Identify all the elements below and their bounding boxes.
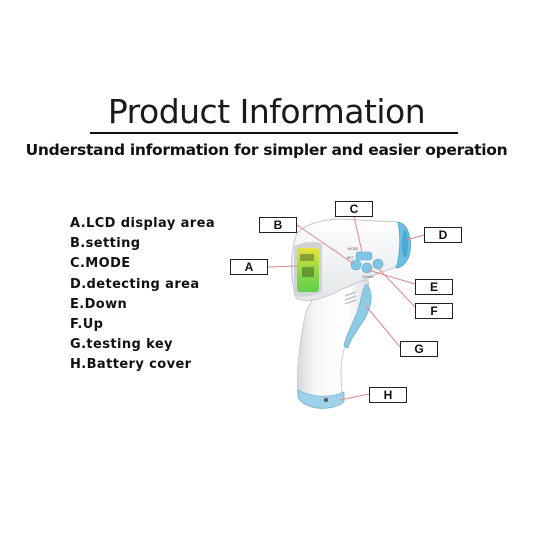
callout-h: H <box>369 387 407 403</box>
callout-c: C <box>335 201 373 217</box>
part-item-lcd-display: A.LCD display area <box>70 216 215 231</box>
part-item-mode: C.MODE <box>70 256 131 272</box>
vent-grille <box>344 291 357 305</box>
callout-d: D <box>424 227 462 243</box>
leader-a <box>267 265 299 268</box>
part-item-battery-cover: H.Battery cover <box>70 357 192 373</box>
mode-button <box>355 251 373 261</box>
leader-e <box>367 269 416 285</box>
leader-b <box>296 224 355 265</box>
testing-key <box>343 283 372 349</box>
part-item-detecting-area: D.detecting area <box>70 276 200 292</box>
title-underline <box>90 132 458 134</box>
page-subtitle: Understand information for simpler and e… <box>25 141 508 159</box>
leader-d <box>405 234 425 241</box>
leader-f <box>377 267 416 308</box>
callout-b: B <box>259 217 297 233</box>
battery-screw <box>324 398 328 402</box>
leader-lines <box>267 216 425 401</box>
callout-a: A <box>230 259 268 275</box>
part-item-down: E.Down <box>70 296 128 312</box>
down-button <box>361 262 373 274</box>
detecting-lens <box>402 230 408 258</box>
callout-e: E <box>415 279 453 295</box>
callout-f: F <box>415 303 453 319</box>
up-button <box>372 258 384 270</box>
page-title: Product Information <box>107 92 426 131</box>
part-item-up: F.Up <box>70 316 104 332</box>
battery-cover <box>297 389 345 409</box>
part-item-setting: B.setting <box>70 236 141 252</box>
parts-list: A.LCD display area B.setting C.MODE D.de… <box>70 214 215 376</box>
leader-h <box>339 393 370 401</box>
leader-c <box>353 216 363 253</box>
leader-g <box>365 305 401 348</box>
setting-button <box>350 259 362 271</box>
part-item-testing-key: G.testing key <box>70 337 173 353</box>
callout-g: G <box>400 341 438 357</box>
